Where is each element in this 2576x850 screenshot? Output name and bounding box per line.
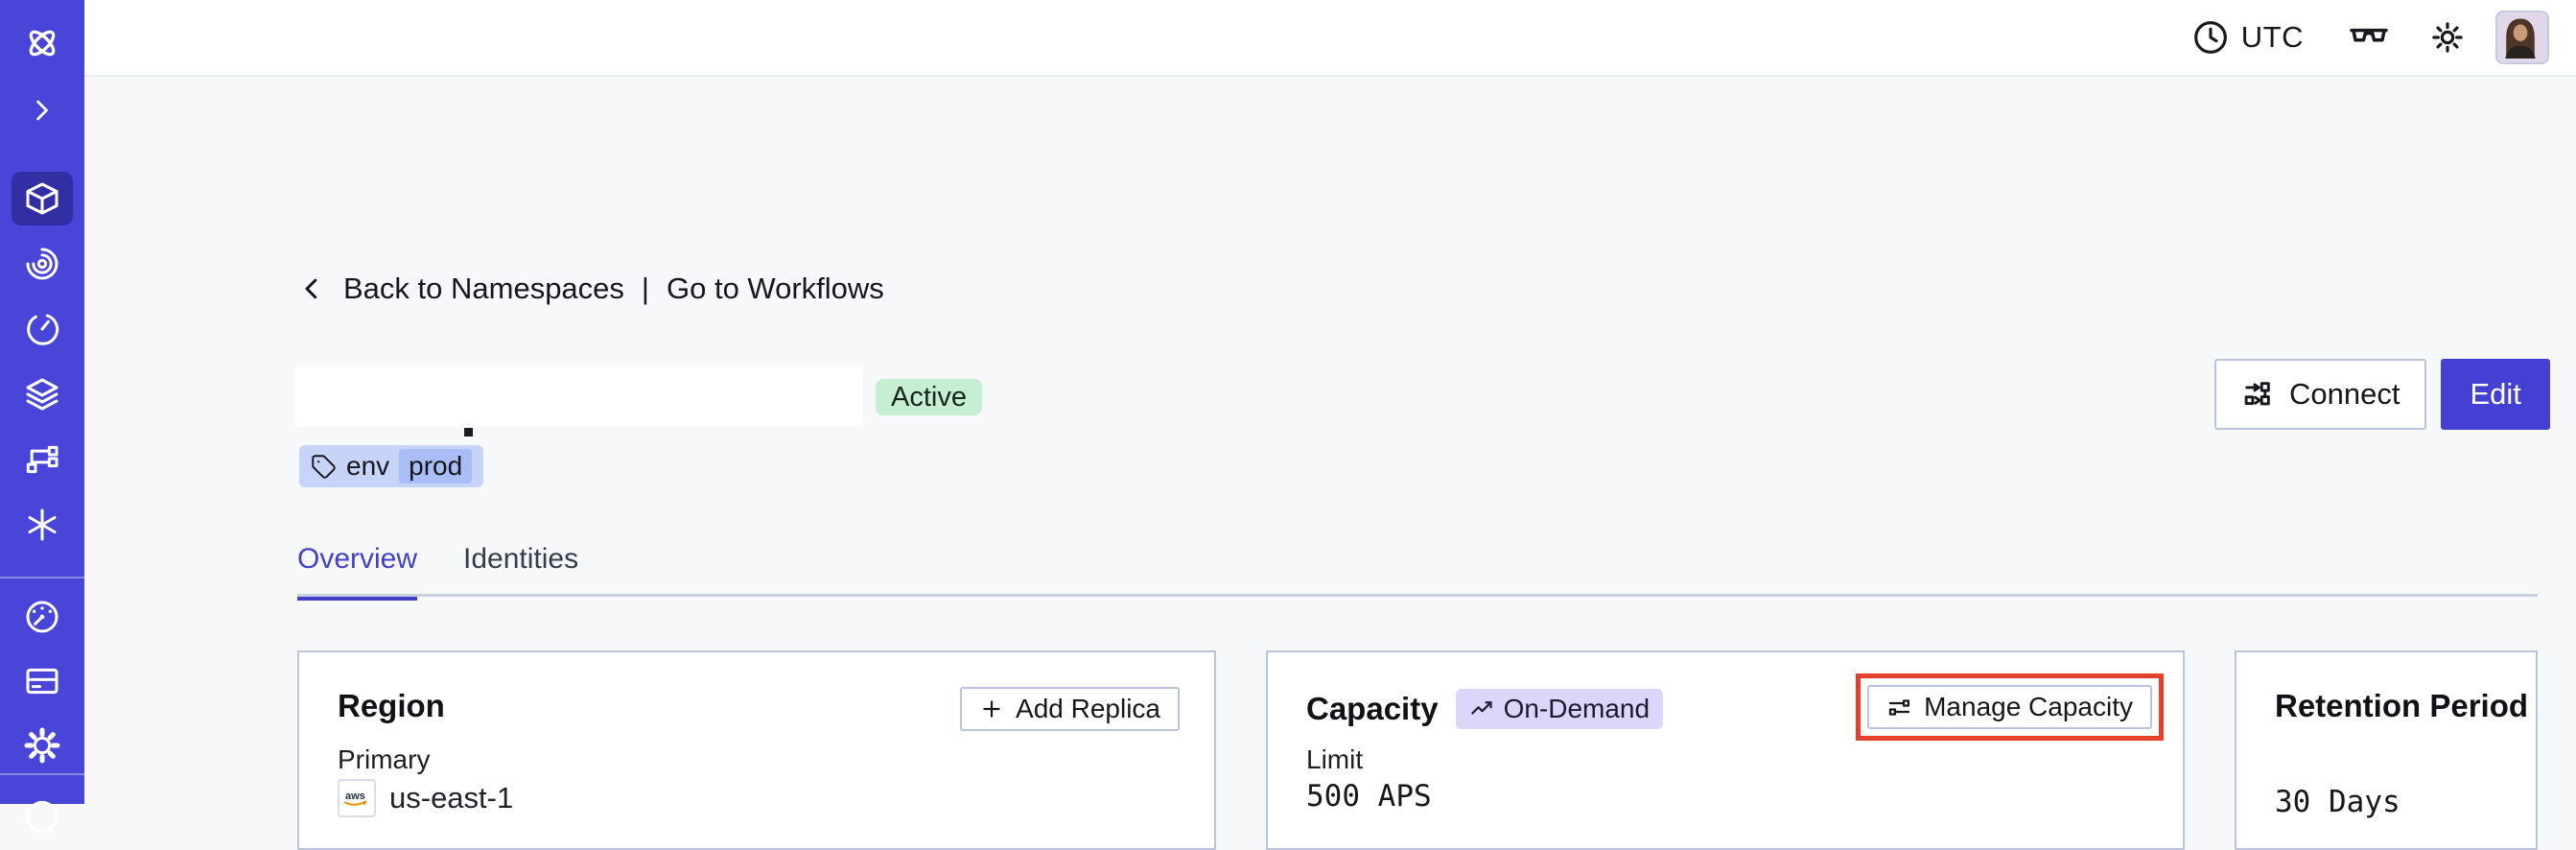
aws-logo: aws [338,779,376,817]
connect-flow-icon [2244,382,2270,406]
sidebar-item-billing[interactable] [12,654,73,708]
sidebar-divider [0,773,84,775]
on-demand-badge: On-Demand [1455,689,1664,729]
retention-card: Retention Period 30 Days [2235,650,2538,850]
region-card-title: Region [338,688,445,723]
capacity-card-title: Capacity [1306,691,1439,726]
gear-icon [24,727,60,764]
sidebar-item-asterisk[interactable] [12,498,73,552]
temporal-logo-icon[interactable] [12,16,73,70]
plus-icon [983,700,1000,718]
glasses-icon[interactable] [2348,16,2390,59]
header-actions: Connect Edit [2214,359,2550,430]
clock-icon [2191,18,2230,57]
capacity-value: 500 APS [1306,779,1432,814]
sidebar-item-deployments[interactable] [12,433,73,486]
breadcrumb-workflows-link[interactable]: Go to Workflows [666,272,884,305]
back-chevron-icon[interactable] [297,274,326,303]
connect-button[interactable]: Connect [2214,359,2427,430]
region-value: us-east-1 [389,781,514,815]
region-field-label: Primary [338,744,431,774]
add-replica-label: Add Replica [1016,694,1160,723]
gauge-icon [26,601,59,633]
capacity-field-label: Limit [1306,744,1364,774]
status-badge: Active [876,379,982,415]
sidebar-item-support[interactable] [12,787,73,840]
sidebar [0,0,84,833]
sidebar-item-usage[interactable] [12,590,73,644]
capacity-card: Capacity On-Demand Manage Capacity [1266,650,2185,850]
credit-card-icon [26,668,59,695]
layers-icon [26,378,59,411]
timezone-control[interactable]: UTC [2191,18,2304,57]
tab-identities[interactable]: Identities [463,543,579,575]
timer-icon [27,314,59,345]
tag-key: env [346,451,390,481]
sidebar-item-namespaces[interactable] [12,172,73,225]
topbar: UTC [84,0,2576,77]
brightness-icon[interactable] [2428,18,2467,57]
breadcrumb-separator: | [641,272,649,305]
namespace-detail-page: Back to Namespaces | Go to Workflows Act… [84,77,2576,850]
asterisk-icon [28,508,57,541]
circle-icon [26,800,59,833]
connect-button-label: Connect [2289,377,2400,411]
timezone-label: UTC [2240,20,2304,54]
redaction-artifact [464,428,473,437]
cube-icon [26,182,59,215]
sidebar-divider [0,577,84,578]
breadcrumb: Back to Namespaces | Go to Workflows [297,272,884,306]
sidebar-item-schedules[interactable] [12,302,73,356]
retention-card-title: Retention Period [2275,688,2529,723]
tag-value: prod [399,449,473,484]
manage-capacity-highlight-ring: Manage Capacity [1856,673,2164,741]
sliders-icon [1888,698,1910,716]
sidebar-item-settings[interactable] [12,719,73,772]
trending-up-icon [1470,700,1492,715]
aws-logo-text: aws [345,791,365,802]
sidebar-item-nexus[interactable] [12,367,73,421]
manage-capacity-label: Manage Capacity [1924,692,2133,721]
breadcrumb-back-link[interactable]: Back to Namespaces [343,272,624,305]
retention-value: 30 Days [2275,785,2400,819]
manage-capacity-button[interactable]: Manage Capacity [1867,685,2152,729]
user-avatar[interactable] [2495,11,2549,64]
on-demand-badge-label: On-Demand [1503,694,1651,723]
tab-bar: Overview Identities [297,543,578,601]
edit-button-label: Edit [2470,377,2521,411]
add-replica-button[interactable]: Add Replica [960,687,1180,731]
edit-button[interactable]: Edit [2441,359,2550,430]
branch-icon [26,445,59,474]
region-card: Region Add Replica Primary aws us-east-1 [297,650,1216,850]
sidebar-expand-chevron-icon[interactable] [12,83,73,137]
tab-bar-divider [297,594,2538,597]
tag-icon [312,454,336,479]
tab-overview[interactable]: Overview [297,543,418,601]
sidebar-item-runs[interactable] [12,237,73,291]
namespace-tag-chip: env prod [299,445,484,487]
spiral-icon [26,248,59,280]
namespace-title-redacted [294,367,862,427]
